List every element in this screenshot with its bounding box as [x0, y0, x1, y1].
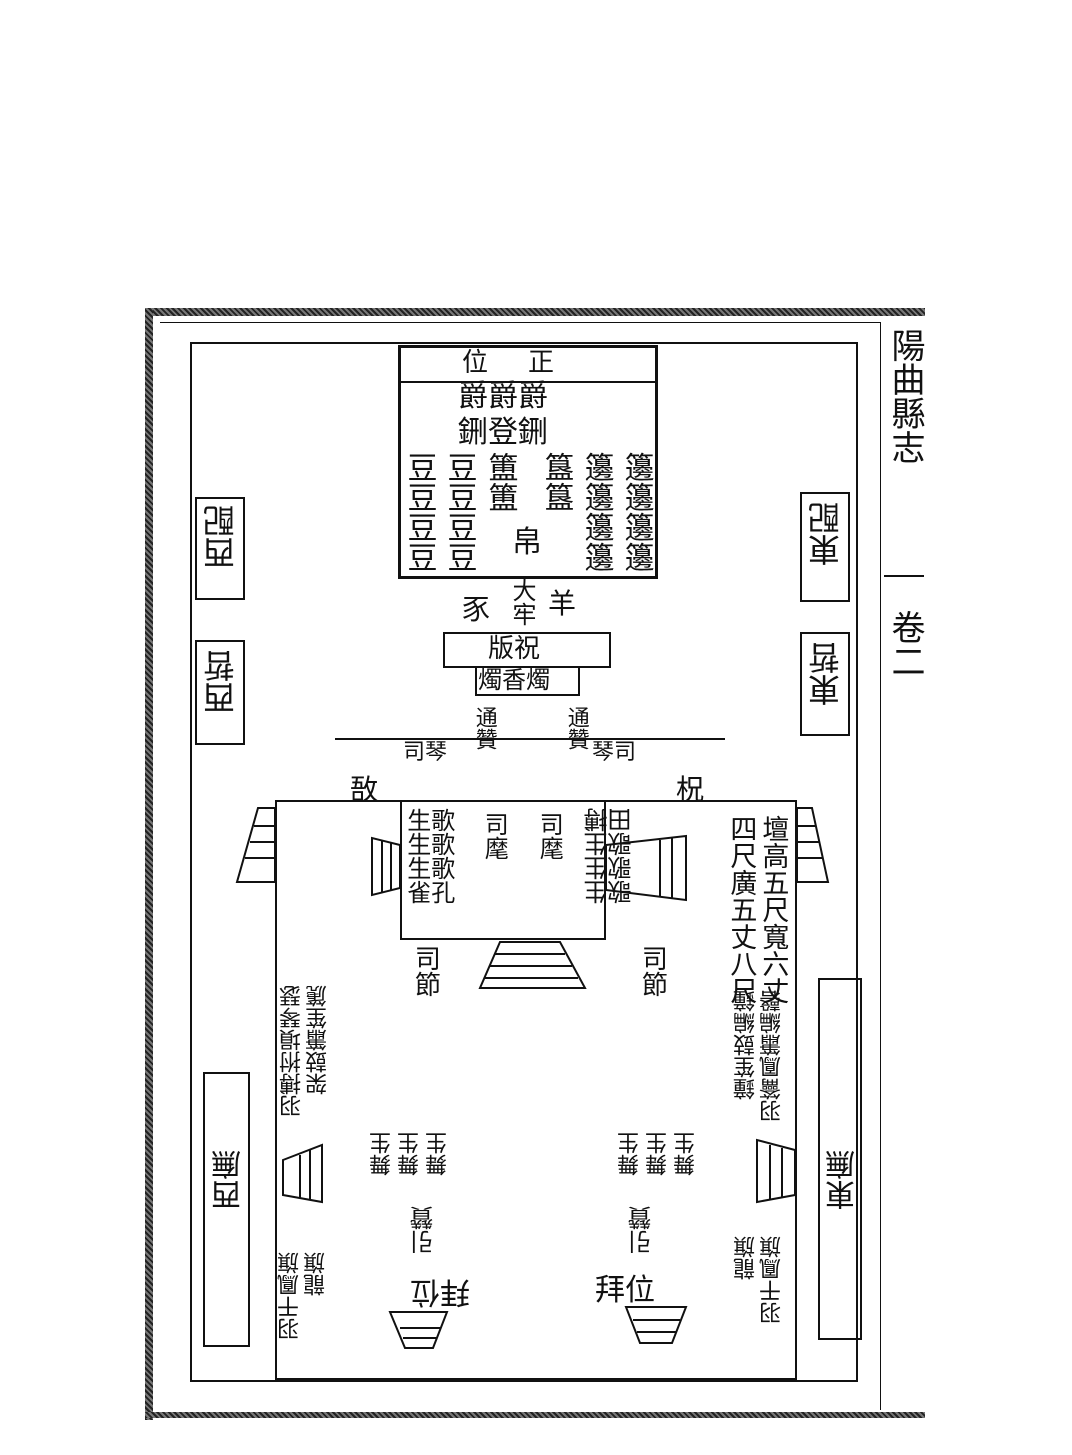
- stair-bottom-left: [388, 1311, 449, 1349]
- yu-label: 敔: [350, 773, 379, 806]
- candle-left: 燭: [478, 666, 502, 694]
- stair-bottom-right: [624, 1306, 688, 1344]
- xing-row: 鉶登鉶: [458, 415, 548, 450]
- stair-stage-left: [371, 836, 401, 897]
- pig-label: 豕: [462, 593, 491, 626]
- bian-column-2: 籩籩籩籩: [578, 452, 614, 572]
- dou-column-2: 豆豆豆豆: [401, 452, 437, 572]
- silk-label: 帛: [512, 525, 542, 560]
- east-zhe-hall: [800, 632, 850, 736]
- altar-header: 正位: [401, 350, 655, 383]
- east-wu-hall: [818, 978, 862, 1340]
- dou-column-1: 豆豆豆豆: [441, 452, 477, 572]
- header-divider: [884, 575, 924, 577]
- sheep-label: 羊: [548, 587, 577, 620]
- main-altar: 正位: [398, 345, 658, 579]
- altar-note-2: 四尺廣五丈八尺: [725, 815, 757, 1004]
- stair-east-side: [756, 1138, 796, 1204]
- courtyard: [190, 342, 858, 1382]
- stair-stage-right: [605, 834, 687, 902]
- qin-right: 司琴: [592, 740, 637, 765]
- stair-left-platform: [235, 807, 276, 883]
- incense-table: [475, 666, 580, 696]
- stair-west-side: [282, 1143, 323, 1204]
- stair-front-center: [478, 941, 587, 989]
- book-volume: 卷二: [885, 610, 925, 678]
- jie-officer-left: 司節: [410, 945, 441, 997]
- east-pei-hall: [800, 492, 850, 602]
- frame-top: [145, 308, 925, 316]
- frame-inner-line: [160, 322, 880, 323]
- singers-left-col1: 歌歌歌孔: [426, 808, 455, 904]
- jie-officer-right: 司節: [637, 945, 668, 997]
- altar-note-1: 壇高五尺寬六丈: [757, 815, 789, 1004]
- bow-position-right: 拜位: [595, 1273, 655, 1308]
- flag-officer-right: 司麾: [535, 812, 564, 860]
- qin-left: 司琴: [403, 740, 448, 765]
- west-pei-hall: [195, 497, 245, 600]
- gui-column: 簋簋: [538, 452, 574, 512]
- incense-candle-label: 燭香燭: [478, 668, 550, 692]
- jue-row: 爵爵爵: [458, 379, 548, 414]
- zhu-label: 柷: [676, 773, 705, 806]
- frame-bottom: [145, 1412, 925, 1418]
- announcer-left: 通贊: [471, 706, 497, 750]
- bian-column-1: 籩籩籩籩: [618, 452, 654, 572]
- book-title: 陽曲縣志: [885, 328, 925, 464]
- announcer-line: [335, 738, 725, 740]
- singers-left-col2: 生生生雀: [402, 808, 431, 904]
- great-sacrifice-label: 大牢: [508, 578, 536, 626]
- frame-left: [145, 308, 153, 1420]
- stair-right-platform: [796, 807, 830, 883]
- frame-right-line: [880, 322, 881, 1410]
- fu-column: 簠簠: [482, 452, 518, 512]
- west-wu-hall: [203, 1072, 250, 1347]
- incense-label: 香燭: [502, 666, 550, 694]
- announcer-right: 通贊: [563, 706, 589, 750]
- west-zhe-hall: [195, 640, 245, 745]
- flag-officer-left: 司麾: [480, 812, 509, 860]
- prayer-board-label: 祝版: [488, 634, 541, 664]
